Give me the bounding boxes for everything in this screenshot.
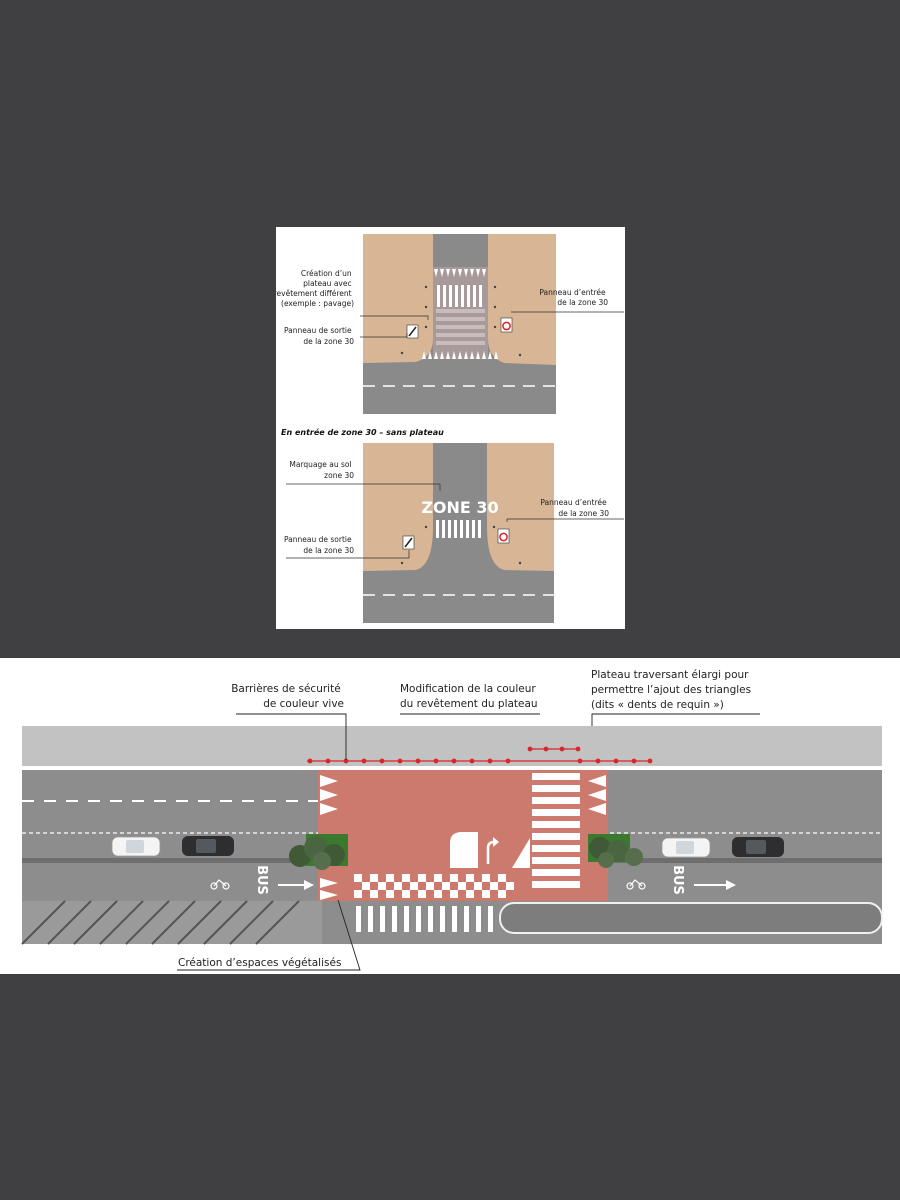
leader-widened: [591, 713, 760, 726]
entry-sign: [500, 317, 513, 333]
turn-arrow-marking: [450, 832, 530, 868]
green-space-left: [289, 834, 348, 870]
barriers-label: Barrières de sécurité de couleur vive: [231, 683, 344, 710]
arrow-marking-right: [694, 880, 736, 890]
leader-vegetation: [177, 899, 361, 971]
exit-sign-label: Panneau de sortie de la zone 30: [284, 326, 354, 346]
widened-plateau-diagram: BUS BUS Barrières de sécurité de couleur…: [0, 658, 900, 974]
marking-label: Marquage au sol zone 30: [289, 460, 354, 480]
shark-teeth-bottom: [422, 351, 498, 359]
widened-plateau-label: Plateau traversant élargi pour permettre…: [591, 669, 754, 711]
widened-plateau-svg: BUS BUS Barrières de sécurité de couleur…: [21, 669, 883, 971]
shark-teeth-left: [320, 775, 338, 900]
crosswalk-vertical: [532, 773, 580, 888]
bollards-2: [400, 525, 522, 565]
zone30-marking: ZONE 30: [421, 498, 498, 517]
vegetation-label: Création d’espaces végétalisés: [178, 957, 341, 969]
zone30-entry-diagram: Création d’un plateau avec revêtement di…: [276, 227, 625, 629]
exit-sign-label-2: Panneau de sortie de la zone 30: [284, 535, 354, 555]
plateau-label: Création d’un plateau avec revêtement di…: [276, 269, 354, 308]
arrow-marking-left: [278, 880, 314, 890]
crosswalk-top: [437, 285, 482, 307]
green-space-right: [588, 834, 643, 868]
car-black-right: [732, 837, 784, 857]
hatch-stripes: [21, 900, 300, 945]
crosswalk-2: [436, 520, 481, 538]
leader-entry-2: [506, 518, 624, 522]
entry-sign-2: [497, 528, 510, 544]
exit-sign: [406, 324, 419, 339]
bus-marking-right: BUS: [670, 865, 685, 895]
bollards: [400, 285, 522, 357]
zone30-entry-svg: Création d’un plateau avec revêtement di…: [276, 234, 624, 623]
bus-marking-left: BUS: [254, 865, 269, 895]
leader-plateau: [360, 315, 429, 320]
bike-symbol-left: [210, 879, 230, 890]
shark-teeth-top: [434, 269, 486, 277]
leader-exit-2: [286, 550, 410, 559]
plateau-paving: [436, 309, 485, 345]
sidewalk-left-2: [363, 443, 433, 571]
color-label: Modification de la couleur du revêtement…: [400, 683, 539, 710]
sidewalk-right: [488, 234, 556, 365]
entry-sign-label-2: Panneau d’entrée de la zone 30: [540, 498, 609, 518]
checkerboard-marking: [354, 874, 514, 898]
leader-marking: [286, 483, 441, 491]
diagram-with-plateau: Création d’un plateau avec revêtement di…: [276, 234, 624, 414]
exit-sign-2: [402, 535, 415, 550]
car-white-left: [111, 836, 161, 857]
safety-barriers: [307, 746, 653, 764]
hatched-zone: [22, 901, 322, 944]
entry-sign-label: Panneau d’entrée de la zone 30: [539, 288, 608, 307]
crosswalk-bottom: [356, 906, 493, 932]
sidewalk-left: [363, 234, 433, 363]
diagram-without-plateau: ZONE 30 Marquage au sol zone 30 Panneau …: [284, 443, 624, 623]
shark-teeth-right: [588, 775, 606, 815]
caption-no-plateau: En entrée de zone 30 – sans plateau: [281, 427, 444, 437]
car-white-right: [661, 837, 711, 858]
leader-exit: [360, 333, 408, 338]
leader-barriers: [236, 713, 347, 760]
bike-symbol-right: [626, 879, 646, 890]
car-black-left: [182, 836, 234, 856]
traffic-island: [499, 902, 883, 934]
